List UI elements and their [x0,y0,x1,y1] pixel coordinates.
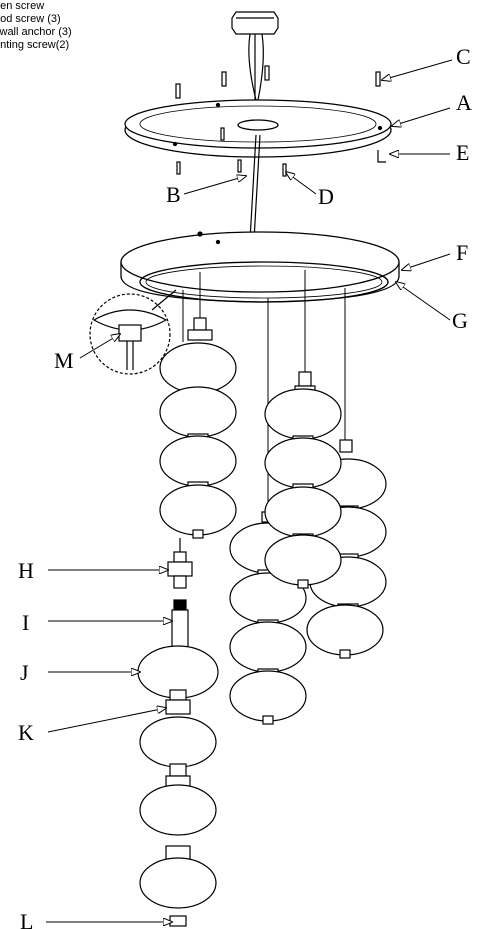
screws [175,65,386,177]
label-h: H [18,558,34,583]
label-i: I [22,610,29,635]
pendant-4 [264,371,342,589]
label-a: A [456,90,472,115]
label-e: E [456,140,469,165]
label-c: C [456,44,471,69]
legend-item-screen-screw: een screw [0,0,45,12]
legend-item-wood-screw: ood screw (3) [0,13,61,25]
ceiling-hook [231,11,279,101]
detail-inset [89,289,177,375]
exploded-pendant [137,538,219,927]
canopy [120,231,400,303]
label-f: F [456,240,468,265]
label-l: L [20,909,33,929]
label-j: J [20,660,29,685]
label-d: D [318,184,334,209]
label-b: B [166,182,181,207]
legend-item-mounting-screw: unting screw(2) [0,39,70,51]
label-m: M [54,348,74,373]
leader-lines [46,59,453,922]
cable [249,134,257,241]
pendant-2 [229,511,307,725]
label-g: G [452,308,468,333]
mounting-plate [124,99,392,158]
pendant-1 [159,317,237,539]
label-k: K [18,720,34,745]
legend-item-drywall-anchor: ywall anchor (3) [0,26,72,38]
parts-legend: een screw ood screw (3) ywall anchor (3)… [0,0,144,52]
